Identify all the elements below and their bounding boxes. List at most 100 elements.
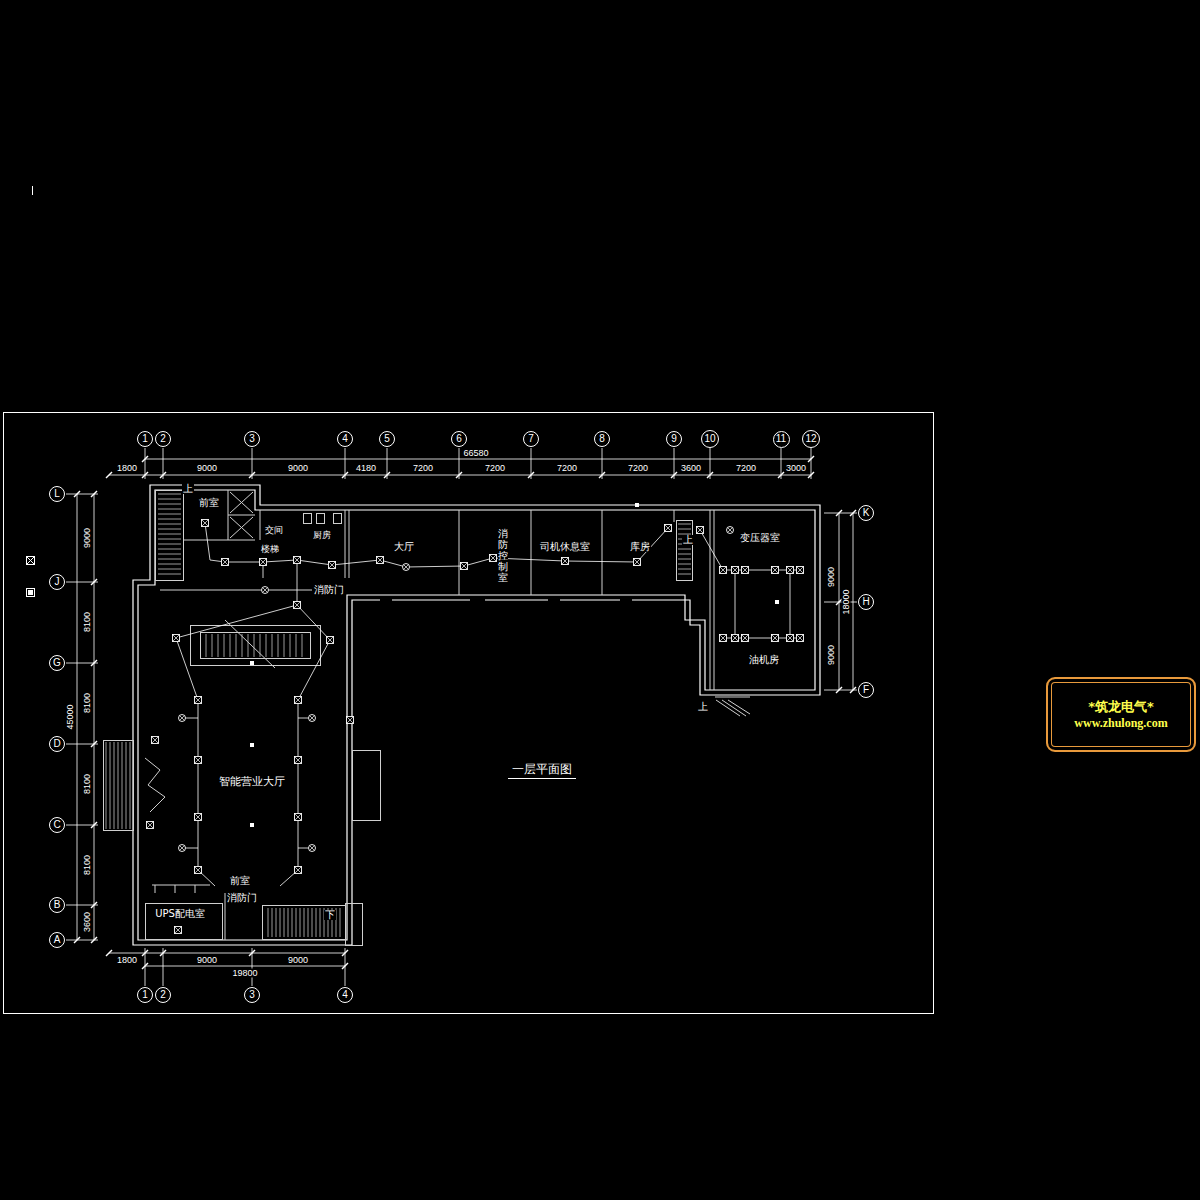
lamp-symbol (195, 814, 202, 821)
stair-tread (110, 742, 111, 829)
lamp-symbol (697, 527, 704, 534)
lamp-cross (180, 716, 185, 721)
dimension-tick (91, 579, 97, 585)
lamp-symbol (772, 635, 779, 642)
lamp-box (195, 757, 202, 764)
grid-axis-bubble: 12 (802, 430, 820, 448)
lamp-box (295, 757, 302, 764)
wiring (176, 523, 800, 886)
stair-tread (266, 634, 267, 657)
drawing-title: 一层平面图 (508, 763, 576, 779)
lamp-circle (262, 587, 269, 594)
lamp-box (787, 567, 794, 574)
ceiling-lamp-symbol (309, 845, 316, 852)
wiring-run (735, 570, 736, 638)
lamp-cross (180, 846, 185, 851)
grid-axis-bubble: B (49, 897, 65, 913)
lamp-box (787, 635, 794, 642)
lamp-symbol (202, 520, 209, 527)
dimension-text: 7200 (735, 464, 757, 473)
dimension-text: 9000 (196, 464, 218, 473)
dimension-text: 8100 (83, 773, 92, 795)
dimension-text: 9000 (196, 956, 218, 965)
lamp-symbol (222, 559, 229, 566)
room-label: 下 (324, 910, 336, 920)
lamp-cross (634, 559, 641, 566)
grid-axis-bubble: A (49, 932, 65, 948)
lamp-box (720, 567, 727, 574)
dimension-text: 9000 (287, 464, 309, 473)
stair-tread (248, 634, 249, 657)
lamp-symbol (562, 558, 569, 565)
stair-tread (114, 742, 115, 829)
room-label: 上 (682, 535, 694, 545)
dimension-line (77, 494, 78, 940)
lamp-cross (797, 635, 804, 642)
axis-number: 2 (160, 434, 166, 444)
dimension-text: 4180 (355, 464, 377, 473)
room-label: 油机房 (748, 655, 780, 665)
lamp-cross (294, 602, 301, 609)
lamp-circle (309, 715, 316, 722)
lamp-cross (732, 567, 739, 574)
stairwell (156, 491, 184, 581)
lamp-symbol (295, 814, 302, 821)
grid-axis-bubble: 4 (337, 431, 353, 447)
grid-axis-bubble: J (49, 574, 65, 590)
lamp-cross (295, 814, 302, 821)
axis-number: F (863, 685, 869, 695)
lamp-symbol (294, 557, 301, 564)
lamp-box (147, 822, 154, 829)
lamp-box (461, 563, 468, 570)
stair-tread (304, 908, 305, 937)
lamp-cross (772, 635, 779, 642)
stair-tread (158, 544, 181, 545)
lamp-symbol (295, 697, 302, 704)
dimension-line (853, 513, 854, 690)
escalator-cut (225, 620, 275, 668)
lamp-box (295, 867, 302, 874)
dimension-tick (249, 472, 255, 478)
dimension-text: 8100 (83, 854, 92, 876)
room-label: 库房 (629, 542, 651, 552)
lamp-cross (195, 867, 202, 874)
stair-tread (224, 634, 225, 657)
lamp-circle (179, 845, 186, 852)
dimension-text: 7200 (556, 464, 578, 473)
axis-number: 1 (142, 434, 148, 444)
axis-number: L (54, 489, 60, 499)
lamp-symbol (461, 563, 468, 570)
lamp-cross (461, 563, 468, 570)
lamp-symbol (295, 867, 302, 874)
lamp-box (562, 558, 569, 565)
room-label: 消防门 (226, 893, 258, 903)
drawing-frame (4, 413, 934, 1014)
grid-axis-bubble: K (858, 505, 874, 521)
lamp-symbol (732, 635, 739, 642)
axis-number: 3 (249, 434, 255, 444)
lamp-cross (310, 716, 315, 721)
dimension-tick (456, 472, 462, 478)
partitions (104, 490, 751, 946)
lamp-circle (727, 527, 734, 534)
stair-tread (158, 569, 181, 570)
lamp-cross (347, 717, 354, 724)
stair-tread (678, 569, 691, 570)
grid-axis-bubble: C (49, 817, 65, 833)
axis-number: 2 (160, 990, 166, 1000)
stair-tread (296, 908, 297, 937)
lamp-box (294, 557, 301, 564)
dimension-text: 9000 (827, 566, 836, 588)
grid-axis-bubble: 3 (244, 431, 260, 447)
stair-tread (302, 634, 303, 657)
stair-tread (158, 504, 181, 505)
lamp-circle (403, 564, 410, 571)
outlet-dot (250, 743, 254, 747)
dimension-tick (91, 937, 97, 943)
stair-tread (158, 559, 181, 560)
lamp-box (152, 737, 159, 744)
dimension-tick (342, 963, 348, 969)
grid-axis-bubble: 2 (155, 431, 171, 447)
lamp-cross (295, 867, 302, 874)
